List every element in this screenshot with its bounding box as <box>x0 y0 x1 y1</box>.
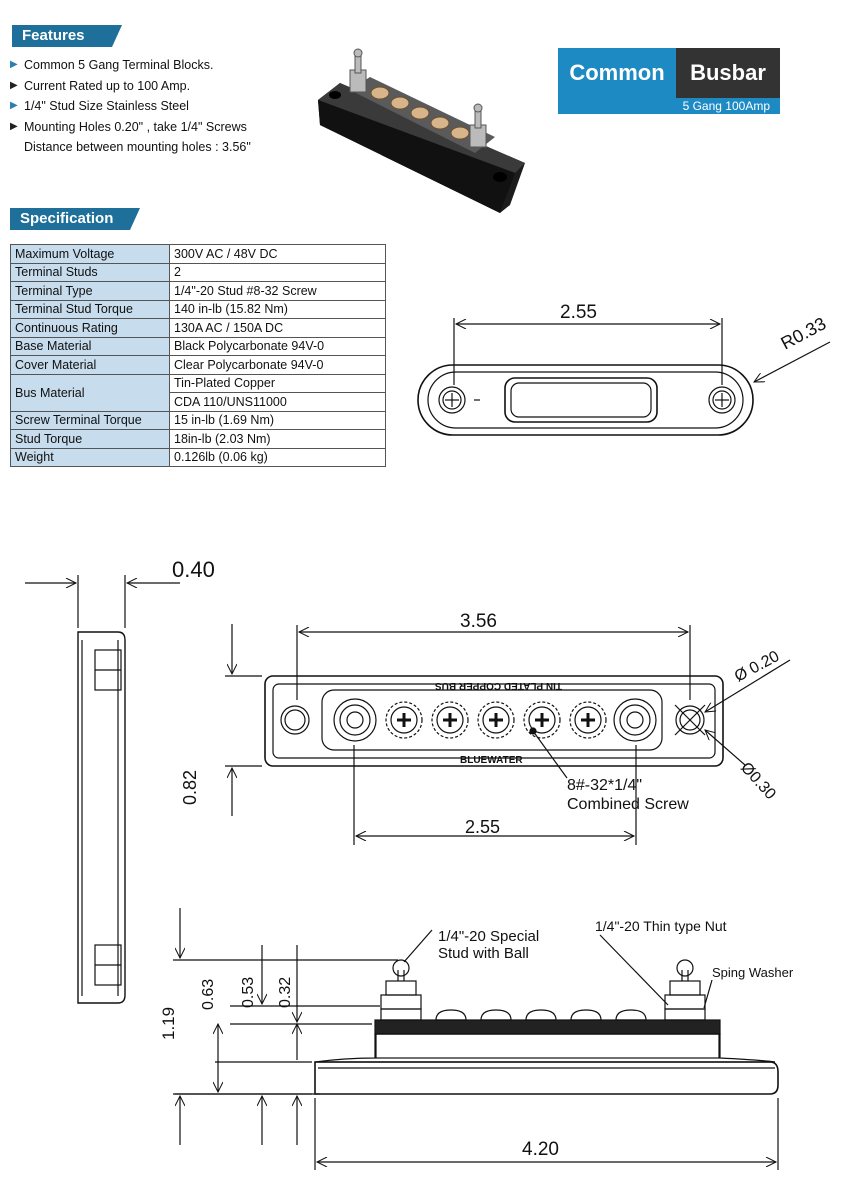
bullet-arrow-icon: ▶ <box>10 120 18 132</box>
stud-label-line2: Stud with Ball <box>438 945 529 962</box>
spec-value: 18in-lb (2.03 Nm) <box>169 429 386 449</box>
elevation-view <box>173 908 779 1170</box>
screw-label-line2: Combined Screw <box>567 796 689 813</box>
specification-heading: Specification <box>10 208 140 230</box>
screw-icon <box>431 701 469 739</box>
product-badge: Common Busbar 5 Gang 100Amp <box>558 48 780 114</box>
spec-value: Tin-Plated Copper <box>169 373 386 393</box>
spec-value: Clear Polycarbonate 94V-0 <box>169 355 386 375</box>
badge-busbar: Busbar <box>676 48 780 98</box>
features-heading: Features <box>12 25 122 47</box>
dim-height: 0.82 <box>180 770 200 805</box>
dim-h3: 0.32 <box>277 977 294 1008</box>
stud-left <box>380 959 422 1021</box>
spec-key: Terminal Studs <box>10 262 170 282</box>
spec-value: 0.126lb (0.06 kg) <box>169 447 386 467</box>
features-list: ▶Common 5 Gang Terminal Blocks. ▶Current… <box>10 55 251 158</box>
feature-item: ▶1/4" Stud Size Stainless Steel <box>10 96 251 117</box>
screw-icon <box>477 701 515 739</box>
dim-stud-spacing: 2.55 <box>465 817 500 837</box>
spec-key: Stud Torque <box>10 429 170 449</box>
dim-total-height: 1.19 <box>159 1007 178 1040</box>
washer-label: Sping Washer <box>712 965 794 980</box>
screw-head-row <box>435 1009 647 1021</box>
spec-value: 300V AC / 48V DC <box>169 244 386 264</box>
spec-key: Maximum Voltage <box>10 244 170 264</box>
spec-key: Weight <box>10 447 170 467</box>
spec-key: Terminal Type <box>10 281 170 301</box>
screw-icon <box>569 701 607 739</box>
screw-icon <box>523 701 561 739</box>
bullet-arrow-icon: ▶ <box>10 79 18 91</box>
top-view <box>417 318 831 436</box>
dim-h1: 0.63 <box>200 979 217 1010</box>
spec-key: Base Material <box>10 336 170 356</box>
badge-subtitle: 5 Gang 100Amp <box>558 98 780 114</box>
badge-common: Common <box>558 48 676 98</box>
nut-label: 1/4"-20 Thin type Nut <box>595 918 727 934</box>
cover-embossed-text: TIN PLATED COPPER BUS <box>435 680 562 691</box>
brand-embossed-text: BLUEWATER <box>460 755 523 766</box>
screw-label-line1: 8#-32*1/4" <box>567 777 642 794</box>
screw-icon <box>385 701 423 739</box>
spec-key: Cover Material <box>10 355 170 375</box>
dim-top-radius: R0.33 <box>777 313 829 353</box>
dim-stud-diameter: Ø0.30 <box>737 759 779 803</box>
feature-item: ▶Common 5 Gang Terminal Blocks. <box>10 55 251 76</box>
feature-item: ▶Current Rated up to 100 Amp. <box>10 76 251 97</box>
product-image <box>318 48 525 213</box>
front-view <box>225 624 791 845</box>
dim-side-thickness: 0.40 <box>172 557 215 582</box>
dim-length: 4.20 <box>522 1139 559 1160</box>
spec-value: 1/4"-20 Stud #8-32 Screw <box>169 281 386 301</box>
spec-key: Continuous Rating <box>10 318 170 338</box>
bullet-arrow-icon: ▶ <box>10 59 18 70</box>
spec-value: Black Polycarbonate 94V-0 <box>169 336 386 356</box>
table-row: CDA 110/UNS11000 <box>11 392 386 412</box>
side-view <box>25 575 180 1004</box>
spec-key: Screw Terminal Torque <box>10 410 170 430</box>
stud-right <box>664 959 706 1021</box>
dim-hole-spacing: 3.56 <box>460 611 497 632</box>
feature-item: ▶Mounting Holes 0.20" , take 1/4" Screws… <box>10 117 251 158</box>
spec-value: CDA 110/UNS11000 <box>169 392 386 412</box>
dim-top-width: 2.55 <box>560 302 597 323</box>
stud-label-line1: 1/4"-20 Special <box>438 928 539 945</box>
dim-h2: 0.53 <box>240 977 257 1008</box>
bullet-arrow-icon: ▶ <box>10 100 18 111</box>
